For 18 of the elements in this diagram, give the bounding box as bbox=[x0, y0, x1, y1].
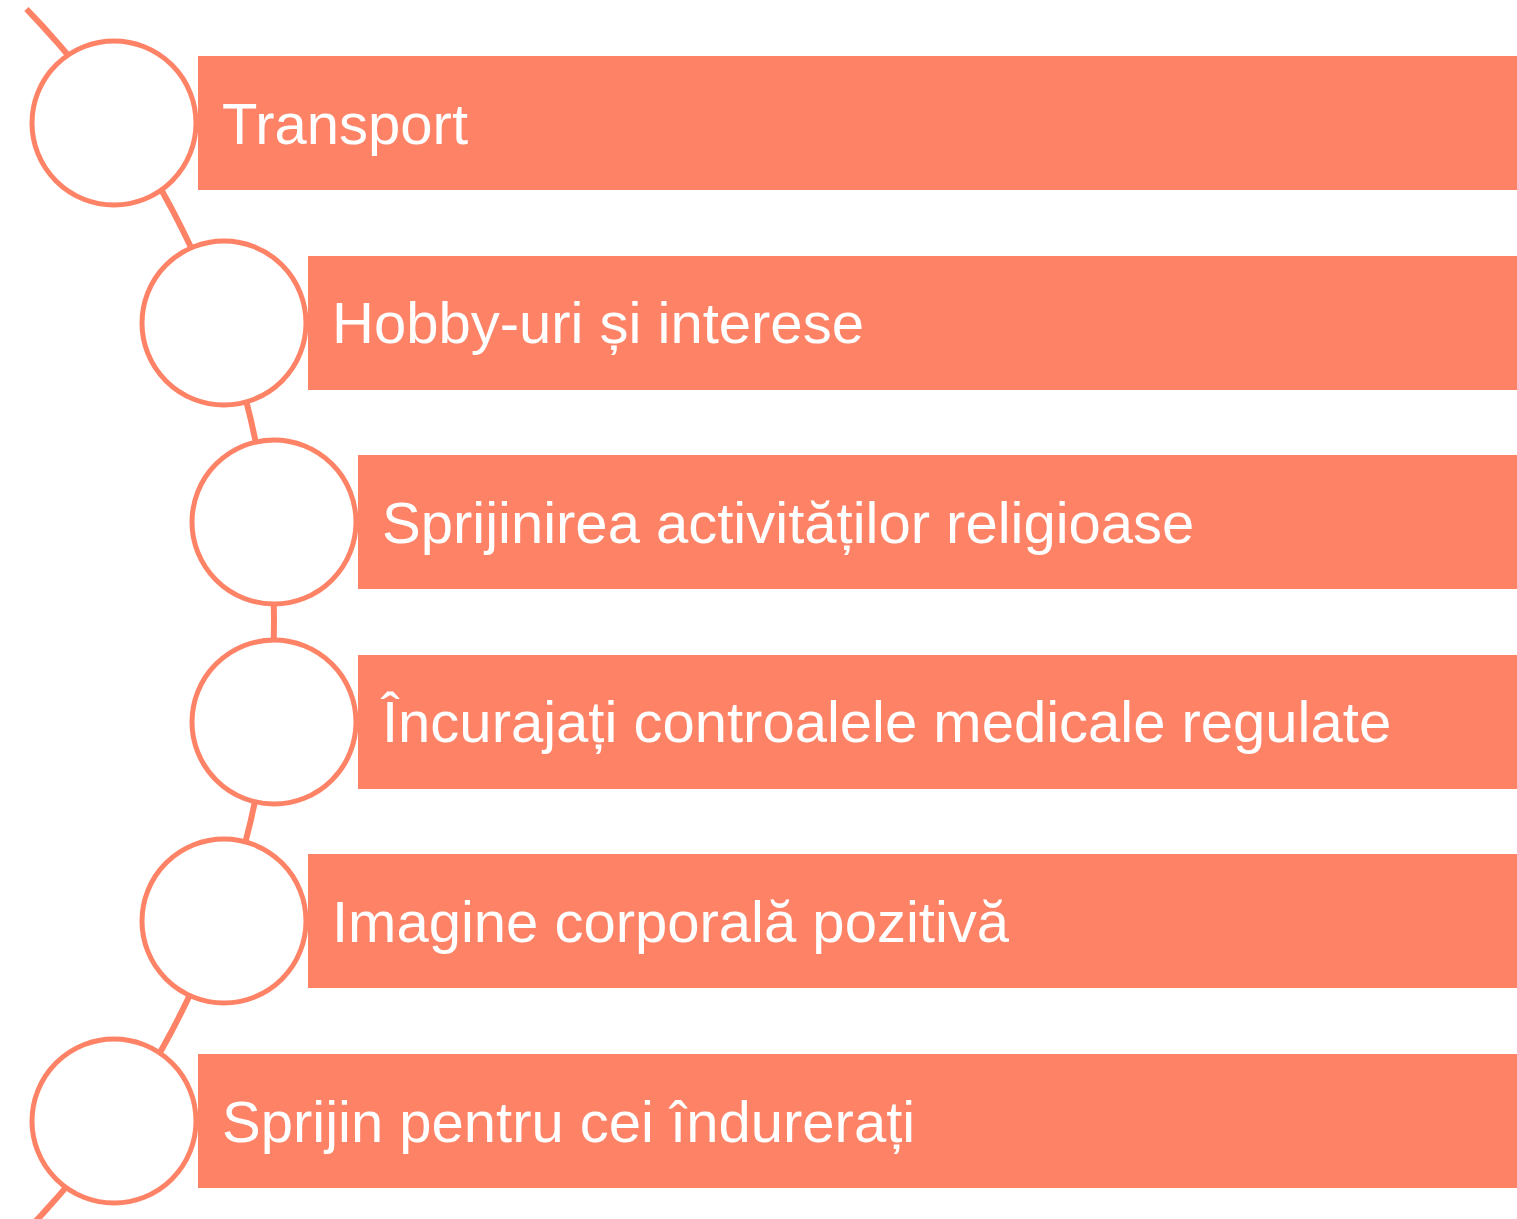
circle-marker bbox=[29, 38, 199, 208]
list-bar bbox=[358, 455, 1517, 590]
item-label: Încurajați controalele medicale regulate bbox=[382, 688, 1392, 756]
item-label: Hobby-uri și interese bbox=[332, 289, 864, 357]
circle-marker bbox=[139, 836, 309, 1007]
list-bar bbox=[198, 56, 1517, 190]
list-bar bbox=[308, 854, 1517, 989]
list-bar bbox=[358, 654, 1517, 789]
item-label: Imagine corporală pozitivă bbox=[332, 887, 1010, 955]
circle-marker bbox=[189, 636, 359, 807]
item-label: Transport bbox=[222, 89, 469, 157]
list-bar bbox=[308, 255, 1517, 390]
circle-marker bbox=[29, 1036, 199, 1206]
circle-marker bbox=[139, 237, 309, 408]
circle-marker bbox=[189, 437, 359, 608]
list-bar bbox=[198, 1054, 1517, 1188]
item-label: Sprijinirea activităților religioase bbox=[382, 488, 1195, 556]
item-label: Sprijin pentru cei îndurerați bbox=[222, 1087, 916, 1155]
